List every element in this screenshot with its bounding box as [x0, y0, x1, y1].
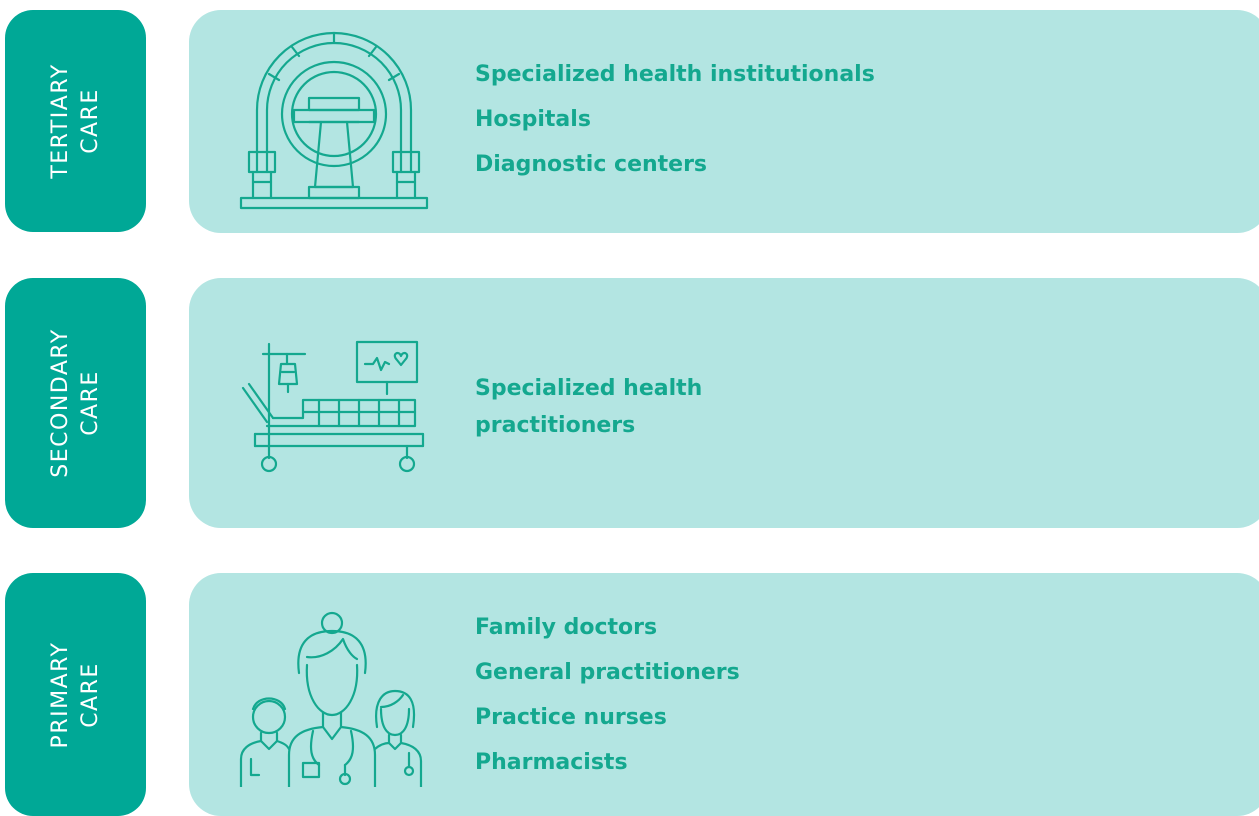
tab-label: SECONDARY CARE	[47, 328, 103, 478]
list-item: General practitioners	[475, 660, 740, 685]
list-item: Pharmacists	[475, 750, 628, 775]
hospital-bed-icon	[239, 334, 431, 474]
tertiary-care-list: Specialized health institutionals Hospit…	[475, 52, 875, 187]
list-item: Diagnostic centers	[475, 152, 708, 177]
mri-scanner-icon	[239, 22, 429, 218]
list-item: Family doctors	[475, 615, 658, 640]
tab-secondary-care: SECONDARY CARE	[5, 278, 146, 528]
tab-label: TERTIARY CARE	[47, 63, 103, 179]
primary-care-list: Family doctors General practitioners Pra…	[475, 605, 740, 785]
list-item: Hospitals	[475, 107, 591, 132]
panel-primary-care: Family doctors General practitioners Pra…	[189, 573, 1259, 816]
panel-tertiary-care: Specialized health institutionals Hospit…	[189, 10, 1259, 233]
list-item: Specialized health practitioners	[475, 376, 703, 438]
list-item: Practice nurses	[475, 705, 667, 730]
tab-tertiary-care: TERTIARY CARE	[5, 10, 146, 232]
secondary-care-list: Specialized health practitioners	[475, 370, 702, 444]
panel-secondary-care: Specialized health practitioners	[189, 278, 1259, 528]
list-item: Specialized health institutionals	[475, 62, 875, 87]
medical-staff-icon	[239, 609, 425, 787]
tab-label: PRIMARY CARE	[47, 641, 103, 748]
tab-primary-care: PRIMARY CARE	[5, 573, 146, 816]
